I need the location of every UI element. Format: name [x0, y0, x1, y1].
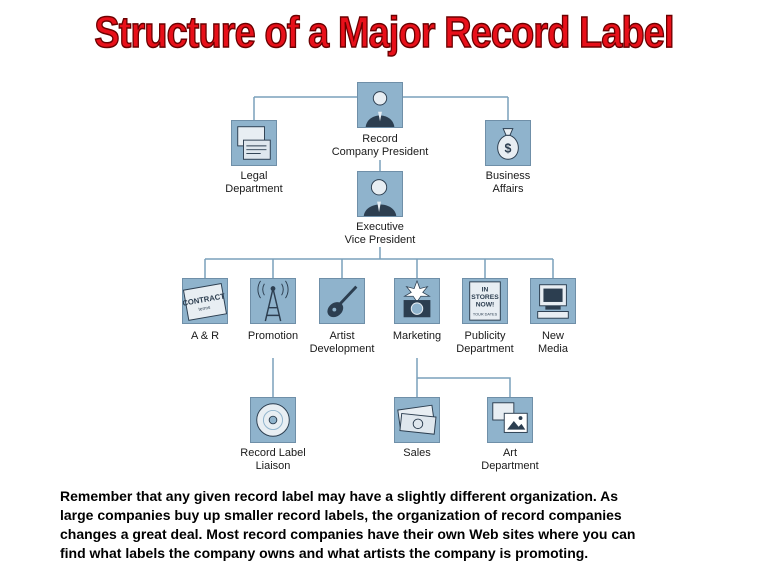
poster-text-4: TOUR DATES — [473, 312, 498, 316]
radio-tower-icon — [250, 278, 296, 324]
president-icon — [357, 82, 403, 128]
publicity-label-line2: Department — [456, 343, 514, 355]
contract-icon-subtext: terms — [198, 305, 211, 313]
new-media-label-line2: Media — [538, 343, 568, 355]
page-title: Structure of a Major Record Label — [94, 7, 675, 58]
photo-frames-icon — [487, 397, 533, 443]
note-line-4: find what labels the company owns and wh… — [60, 545, 589, 561]
evp-label-line1: Executive — [356, 221, 404, 233]
poster-text-2: STORES — [471, 294, 499, 301]
camera-flash-icon — [394, 278, 440, 324]
svg-text:$: $ — [505, 142, 512, 156]
legal-label-line1: Legal — [240, 170, 268, 182]
new-media-label-line1: New — [541, 330, 564, 342]
connector-marketing-sub — [416, 358, 511, 397]
promotion-label-line1: Promotion — [247, 330, 299, 342]
business-label-line2: Affairs — [492, 183, 524, 195]
cd-icon — [250, 397, 296, 443]
note-line-3: changes a great deal. Most record compan… — [60, 526, 636, 542]
liaison-label-line2: Liaison — [255, 460, 291, 472]
money-bag-icon: $ — [485, 120, 531, 166]
legal-label-line2: Department — [225, 183, 283, 195]
artist-dev-label-line1: Artist — [329, 330, 355, 342]
explanatory-note: Remember that any given record label may… — [60, 487, 725, 563]
cash-icon — [394, 397, 440, 443]
computer-icon — [530, 278, 576, 324]
business-label-line1: Business — [485, 170, 531, 182]
note-line-1: Remember that any given record label may… — [60, 488, 619, 504]
artist-dev-label-line2: Development — [309, 343, 375, 355]
connector-evp-dept-row — [204, 247, 554, 278]
legal-documents-icon — [231, 120, 277, 166]
liaison-label-line1: Record Label — [240, 447, 306, 459]
poster-text-1: IN — [482, 286, 489, 293]
guitar-icon — [319, 278, 365, 324]
president-label-line2: Company President — [331, 146, 429, 158]
evp-label-line2: Vice President — [344, 234, 416, 246]
note-line-2: large companies buy up smaller record la… — [60, 507, 622, 523]
marketing-label-line1: Marketing — [392, 330, 442, 342]
ar-label-line1: A & R — [190, 330, 220, 342]
art-dept-label-line1: Art — [502, 447, 518, 459]
art-dept-label-line2: Department — [481, 460, 539, 472]
president-label-line1: Record — [362, 133, 398, 145]
publicity-label-line1: Publicity — [464, 330, 506, 342]
poster-text-3: NOW! — [476, 302, 495, 309]
sales-label-line1: Sales — [403, 447, 431, 459]
executive-icon — [357, 171, 403, 217]
